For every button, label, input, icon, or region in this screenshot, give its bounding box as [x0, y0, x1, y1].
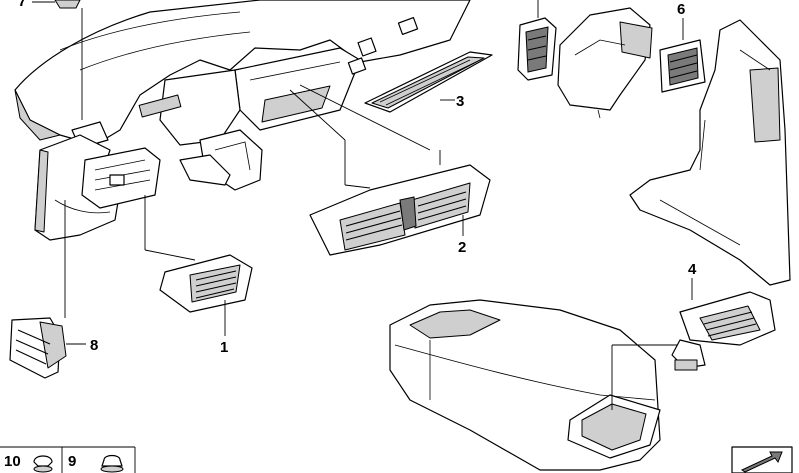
callout-1: 1: [220, 339, 228, 356]
part-6-vent: [659, 18, 706, 93]
callout-10: 10: [4, 453, 21, 470]
part-4-vent: [671, 278, 776, 371]
callout-2: 2: [458, 239, 466, 256]
fastener-legend: [0, 446, 136, 473]
small-vent: [517, 0, 557, 81]
part-8-vent: [9, 200, 86, 379]
callout-4: 4: [688, 261, 697, 278]
callout-7: 7: [18, 0, 26, 10]
callout-3: 3: [456, 93, 464, 110]
part-2-vent: [289, 84, 491, 256]
air-duct: [557, 7, 653, 119]
arrow-icon: [731, 446, 793, 473]
center-console: [389, 299, 680, 471]
part-7-vent: [32, 0, 83, 120]
part-3-grille: [364, 51, 493, 113]
callout-8: 8: [90, 337, 98, 354]
dashboard-panel: [14, 0, 471, 191]
callout-9: 9: [68, 453, 76, 470]
left-side-panel: [34, 134, 161, 241]
pillar-trim: [629, 19, 791, 286]
part-1-vent: [144, 195, 253, 336]
callout-6: 6: [677, 1, 685, 18]
